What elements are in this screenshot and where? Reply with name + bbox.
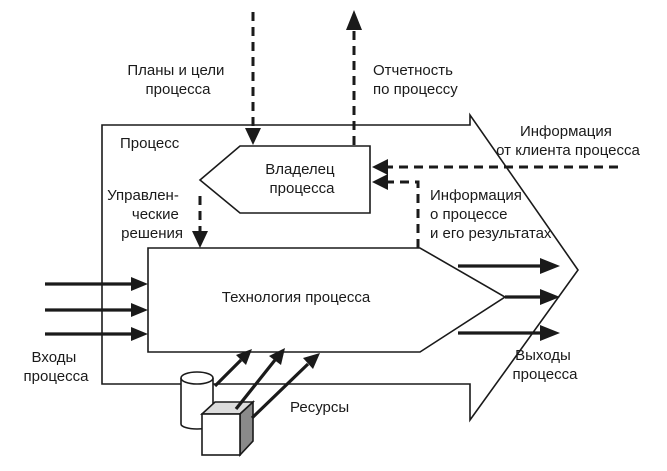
resource-arrowhead-1 xyxy=(236,349,252,365)
input-arrowhead-2 xyxy=(131,303,148,317)
output-arrowhead-1 xyxy=(540,258,560,274)
resources-label: Ресурсы xyxy=(290,399,349,416)
outputs-label: Выходы процесса xyxy=(513,347,579,383)
resource-arrowhead-2 xyxy=(269,348,285,365)
client-info-label: Информация от клиента процесса xyxy=(496,123,640,159)
process-technology-box xyxy=(147,247,507,353)
process-info-arrowhead xyxy=(372,174,388,190)
owner-label: Владелец процесса xyxy=(265,161,339,197)
decisions-arrowhead xyxy=(192,231,208,248)
decisions-label: Управлен- ческие решения xyxy=(107,187,183,242)
process-info-label: Информация о процессе и его результатах xyxy=(430,187,552,242)
process-owner-box xyxy=(198,145,371,214)
process-info-dashed-arrow xyxy=(388,180,420,248)
output-arrowhead-2 xyxy=(540,289,560,305)
reporting-arrowhead xyxy=(346,10,362,30)
client-info-arrowhead xyxy=(372,159,388,175)
resource-arrowhead-3 xyxy=(303,353,320,369)
resource-arrow-2 xyxy=(234,359,277,410)
input-arrowhead-3 xyxy=(131,327,148,341)
plans-arrowhead xyxy=(245,128,261,145)
technology-label: Технология процесса xyxy=(222,289,371,306)
process-label: Процесс xyxy=(120,135,180,152)
resource-cylinder-icon xyxy=(180,371,214,430)
output-arrowhead-3 xyxy=(540,325,560,341)
inputs-label: Входы процесса xyxy=(24,349,90,385)
reporting-label: Отчетность по процессу xyxy=(373,62,458,98)
resource-arrow-3 xyxy=(250,362,310,420)
resource-cube-icon xyxy=(199,400,256,458)
input-arrowhead-1 xyxy=(131,277,148,291)
plans-label: Планы и цели процесса xyxy=(127,62,228,98)
resource-arrow-1 xyxy=(213,358,243,388)
